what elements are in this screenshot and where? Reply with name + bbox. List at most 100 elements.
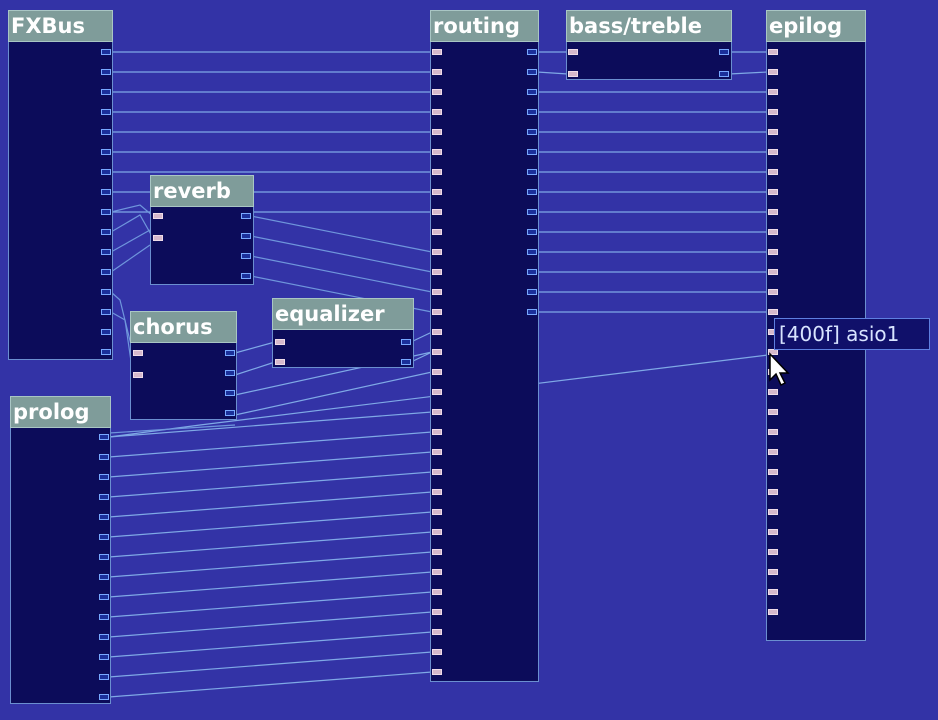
input-port[interactable]: [432, 309, 442, 315]
input-port[interactable]: [432, 109, 442, 115]
input-port[interactable]: [432, 89, 442, 95]
module-fxbus[interactable]: FXBus: [8, 10, 113, 360]
input-port[interactable]: [432, 229, 442, 235]
input-port[interactable]: [768, 409, 778, 415]
output-port[interactable]: [99, 514, 109, 520]
input-port[interactable]: [432, 169, 442, 175]
module-prolog[interactable]: prolog: [10, 396, 111, 704]
input-port[interactable]: [768, 309, 778, 315]
output-port[interactable]: [101, 49, 111, 55]
input-port[interactable]: [432, 449, 442, 455]
output-port[interactable]: [527, 149, 537, 155]
output-port[interactable]: [527, 249, 537, 255]
input-port[interactable]: [768, 109, 778, 115]
output-port[interactable]: [101, 289, 111, 295]
input-port[interactable]: [768, 349, 778, 355]
input-port[interactable]: [768, 589, 778, 595]
output-port[interactable]: [527, 189, 537, 195]
input-port[interactable]: [133, 372, 143, 378]
output-port[interactable]: [527, 109, 537, 115]
input-port[interactable]: [768, 229, 778, 235]
input-port[interactable]: [768, 89, 778, 95]
output-port[interactable]: [527, 269, 537, 275]
input-port[interactable]: [153, 213, 163, 219]
input-port[interactable]: [768, 389, 778, 395]
module-title[interactable]: FXBus: [8, 10, 113, 42]
output-port[interactable]: [241, 273, 251, 279]
output-port[interactable]: [527, 129, 537, 135]
output-port[interactable]: [99, 674, 109, 680]
input-port[interactable]: [153, 235, 163, 241]
output-port[interactable]: [99, 614, 109, 620]
input-port[interactable]: [432, 529, 442, 535]
output-port[interactable]: [527, 209, 537, 215]
input-port[interactable]: [768, 609, 778, 615]
output-port[interactable]: [101, 189, 111, 195]
output-port[interactable]: [527, 169, 537, 175]
module-reverb[interactable]: reverb: [150, 175, 254, 285]
input-port[interactable]: [768, 569, 778, 575]
input-port[interactable]: [432, 349, 442, 355]
input-port[interactable]: [768, 489, 778, 495]
input-port[interactable]: [768, 169, 778, 175]
output-port[interactable]: [99, 694, 109, 700]
output-port[interactable]: [99, 654, 109, 660]
output-port[interactable]: [719, 49, 729, 55]
output-port[interactable]: [241, 213, 251, 219]
input-port[interactable]: [432, 569, 442, 575]
output-port[interactable]: [401, 359, 411, 365]
output-port[interactable]: [99, 594, 109, 600]
input-port[interactable]: [768, 69, 778, 75]
input-port[interactable]: [568, 49, 578, 55]
output-port[interactable]: [527, 229, 537, 235]
input-port[interactable]: [432, 69, 442, 75]
module-equalizer[interactable]: equalizer: [272, 298, 414, 368]
module-title[interactable]: routing: [430, 10, 539, 42]
input-port[interactable]: [768, 189, 778, 195]
input-port[interactable]: [432, 629, 442, 635]
module-title[interactable]: chorus: [130, 311, 237, 343]
input-port[interactable]: [432, 649, 442, 655]
output-port[interactable]: [101, 149, 111, 155]
input-port[interactable]: [432, 209, 442, 215]
input-port[interactable]: [768, 549, 778, 555]
output-port[interactable]: [225, 410, 235, 416]
input-port[interactable]: [432, 549, 442, 555]
input-port[interactable]: [432, 389, 442, 395]
output-port[interactable]: [527, 309, 537, 315]
module-title[interactable]: reverb: [150, 175, 254, 207]
input-port[interactable]: [133, 350, 143, 356]
input-port[interactable]: [768, 289, 778, 295]
input-port[interactable]: [432, 369, 442, 375]
input-port[interactable]: [768, 449, 778, 455]
output-port[interactable]: [99, 534, 109, 540]
output-port[interactable]: [401, 339, 411, 345]
input-port[interactable]: [432, 249, 442, 255]
input-port[interactable]: [432, 329, 442, 335]
module-routing[interactable]: routing: [430, 10, 539, 682]
output-port[interactable]: [527, 69, 537, 75]
input-port[interactable]: [768, 129, 778, 135]
input-port[interactable]: [768, 49, 778, 55]
output-port[interactable]: [99, 474, 109, 480]
output-port[interactable]: [241, 233, 251, 239]
output-port[interactable]: [99, 554, 109, 560]
output-port[interactable]: [101, 309, 111, 315]
output-port[interactable]: [101, 349, 111, 355]
output-port[interactable]: [101, 249, 111, 255]
output-port[interactable]: [527, 289, 537, 295]
output-port[interactable]: [101, 89, 111, 95]
output-port[interactable]: [101, 69, 111, 75]
input-port[interactable]: [432, 129, 442, 135]
input-port[interactable]: [568, 71, 578, 77]
output-port[interactable]: [99, 574, 109, 580]
output-port[interactable]: [241, 253, 251, 259]
output-port[interactable]: [527, 89, 537, 95]
input-port[interactable]: [768, 429, 778, 435]
input-port[interactable]: [768, 249, 778, 255]
input-port[interactable]: [432, 489, 442, 495]
output-port[interactable]: [225, 370, 235, 376]
output-port[interactable]: [101, 109, 111, 115]
input-port[interactable]: [768, 529, 778, 535]
input-port[interactable]: [432, 409, 442, 415]
